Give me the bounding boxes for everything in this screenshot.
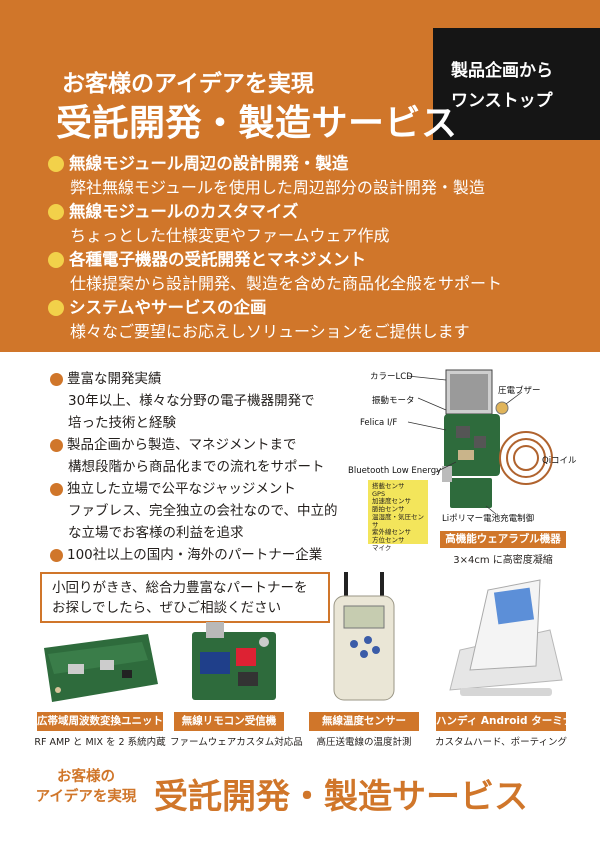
- board-shape: [444, 414, 500, 476]
- service-head: 各種電子機器の受託開発とマネジメント: [69, 250, 366, 269]
- sensor-item: マイク: [372, 543, 392, 552]
- android-terminal-photo: [449, 579, 563, 696]
- hero-subtitle: お客様のアイデアを実現: [62, 71, 314, 97]
- qi-coil-shape: [499, 431, 553, 485]
- bullet-icon: [48, 252, 64, 268]
- bullet-icon: [48, 204, 64, 220]
- service-desc: ちょっとした仕様変更やファームウェア作成: [70, 226, 390, 245]
- hero-title: 受託開発・製造サービス: [56, 103, 458, 144]
- feature-item: 100社以上の国内・海外のパートナー企業: [50, 544, 350, 566]
- sensor-item: 紫外線センサ: [372, 528, 411, 537]
- service-item: 無線モジュールのカスタマイズ ちょっとした仕様変更やファームウェア作成: [48, 200, 588, 248]
- product-label: 広帯域周波数変換ユニット: [37, 712, 163, 731]
- product-label: 無線温度センサー: [309, 712, 419, 731]
- bullet-icon: [50, 438, 63, 452]
- service-item: 各種電子機器の受託開発とマネジメント 仕様提案から設計開発、製造を含めた商品化全…: [48, 248, 588, 296]
- tag-line-2: ワンストップ: [451, 91, 553, 111]
- footer-subtitle-line: お客様の: [57, 769, 115, 785]
- footer-subtitle-line: アイデアを実現: [35, 789, 137, 805]
- battery-board-shape: [450, 478, 492, 508]
- label-qi: Qiコイル: [542, 456, 577, 466]
- sensor-item: 方位センサ: [372, 535, 405, 544]
- bullet-icon: [50, 372, 63, 386]
- product-desc: RF AMP と MIX を 2 系統内蔵: [34, 737, 166, 748]
- service-head: 無線モジュール周辺の設計開発・製造: [69, 154, 349, 173]
- bullet-icon: [50, 548, 63, 562]
- service-desc: 仕様提案から設計開発、製造を含めた商品化全般をサポート: [70, 274, 503, 293]
- wearable-diagram: カラーLCD 圧電ブザー 振動モータ Felica I/F Qiコイル Blue…: [346, 366, 586, 566]
- rf-unit-photo: [44, 634, 158, 702]
- bullet-icon: [50, 482, 63, 496]
- feature-head: 独立した立場で公平なジャッジメント: [67, 481, 296, 497]
- sensor-item: 加速度センサ: [372, 497, 411, 506]
- feature-item: 独立した立場で公平なジャッジメント ファブレス、完全独立の会社なので、中立的 な…: [50, 478, 350, 544]
- buzzer-shape: [495, 401, 509, 415]
- service-item: 無線モジュール周辺の設計開発・製造 弊社無線モジュールを使用した周辺部分の設計開…: [48, 152, 588, 200]
- bullet-icon: [48, 156, 64, 172]
- footer-title: 受託開発・製造サービス: [154, 777, 528, 817]
- label-battery: Liポリマー電池充電制御: [442, 514, 535, 524]
- footer-subtitle: お客様の アイデアを実現: [26, 767, 146, 807]
- feature-head: 豊富な開発実績: [67, 371, 162, 387]
- temp-sensor-photo: [333, 572, 395, 701]
- product-label: 無線リモコン受信機: [174, 712, 284, 731]
- feature-item: 製品企画から製造、マネジメントまで 構想段階から商品化までの流れをサポート: [50, 434, 350, 478]
- label-felica: Felica I/F: [360, 418, 398, 428]
- sensor-title: 搭載センサ: [372, 482, 405, 490]
- sensor-item: GPS: [372, 489, 386, 498]
- remote-receiver-photo: [192, 622, 276, 700]
- feature-item: 豊富な開発実績 30年以上、様々な分野の電子機器開発で 培った技術と経験: [50, 368, 350, 434]
- feature-desc: 構想段階から商品化までの流れをサポート: [68, 459, 325, 475]
- feature-list: 豊富な開発実績 30年以上、様々な分野の電子機器開発で 培った技術と経験 製品企…: [50, 368, 350, 566]
- feature-desc: 培った技術と経験: [68, 415, 176, 431]
- feature-desc: ファブレス、完全独立の会社なので、中立的: [68, 503, 338, 519]
- feature-head: 100社以上の国内・海外のパートナー企業: [67, 547, 323, 563]
- label-ble: Bluetooth Low Energy: [348, 466, 442, 476]
- feature-head: 製品企画から製造、マネジメントまで: [67, 437, 297, 453]
- service-desc: 弊社無線モジュールを使用した周辺部分の設計開発・製造: [70, 178, 485, 197]
- tag-line-1: 製品企画から: [451, 61, 553, 81]
- service-head: システムやサービスの企画: [69, 298, 267, 317]
- product-desc: 高圧送電線の温度計測: [316, 737, 412, 748]
- label-motor: 振動モータ: [372, 396, 415, 406]
- consult-line: お探しでしたら、ぜひご相談ください: [52, 600, 282, 616]
- service-head: 無線モジュールのカスタマイズ: [69, 202, 299, 221]
- consult-line: 小回りがきき、総合力豊富なパートナーを: [52, 580, 308, 596]
- diagram-graphics: [407, 369, 553, 515]
- label-lcd: カラーLCD: [370, 372, 413, 382]
- product-label: ハンディ Android ターミナル: [436, 712, 584, 731]
- consult-box: 小回りがきき、総合力豊富なパートナーを お探しでしたら、ぜひご相談ください: [40, 572, 330, 623]
- service-desc: 様々なご要望にお応えしソリューションをご提供します: [70, 322, 470, 341]
- service-item: システムやサービスの企画 様々なご要望にお応えしソリューションをご提供します: [48, 296, 588, 344]
- wearable-note: 3×4cm に高密度凝縮: [453, 555, 553, 566]
- sensor-list: 搭載センサ GPS 加速度センサ 脈拍センサ 温湿度・気圧センサ 紫外線センサ …: [368, 480, 428, 551]
- one-stop-tag: 製品企画から ワンストップ: [433, 28, 600, 140]
- feature-desc: な立場でお客様の利益を追求: [68, 525, 244, 541]
- hero-banner: 製品企画から ワンストップ お客様のアイデアを実現 受託開発・製造サービス 無線…: [0, 0, 600, 352]
- sensor-item: 温湿度・気圧センサ: [372, 512, 424, 529]
- sensor-item: 脈拍センサ: [372, 505, 405, 514]
- product-desc: ファームウェアカスタム対応品: [170, 737, 303, 748]
- label-buzzer: 圧電ブザー: [498, 386, 541, 396]
- service-list: 無線モジュール周辺の設計開発・製造 弊社無線モジュールを使用した周辺部分の設計開…: [48, 152, 588, 344]
- product-desc: カスタムハード、ポーティング: [434, 737, 568, 748]
- bullet-icon: [48, 300, 64, 316]
- wearable-badge: 高機能ウェアラブル機器: [440, 531, 566, 548]
- feature-desc: 30年以上、様々な分野の電子機器開発で: [68, 393, 315, 409]
